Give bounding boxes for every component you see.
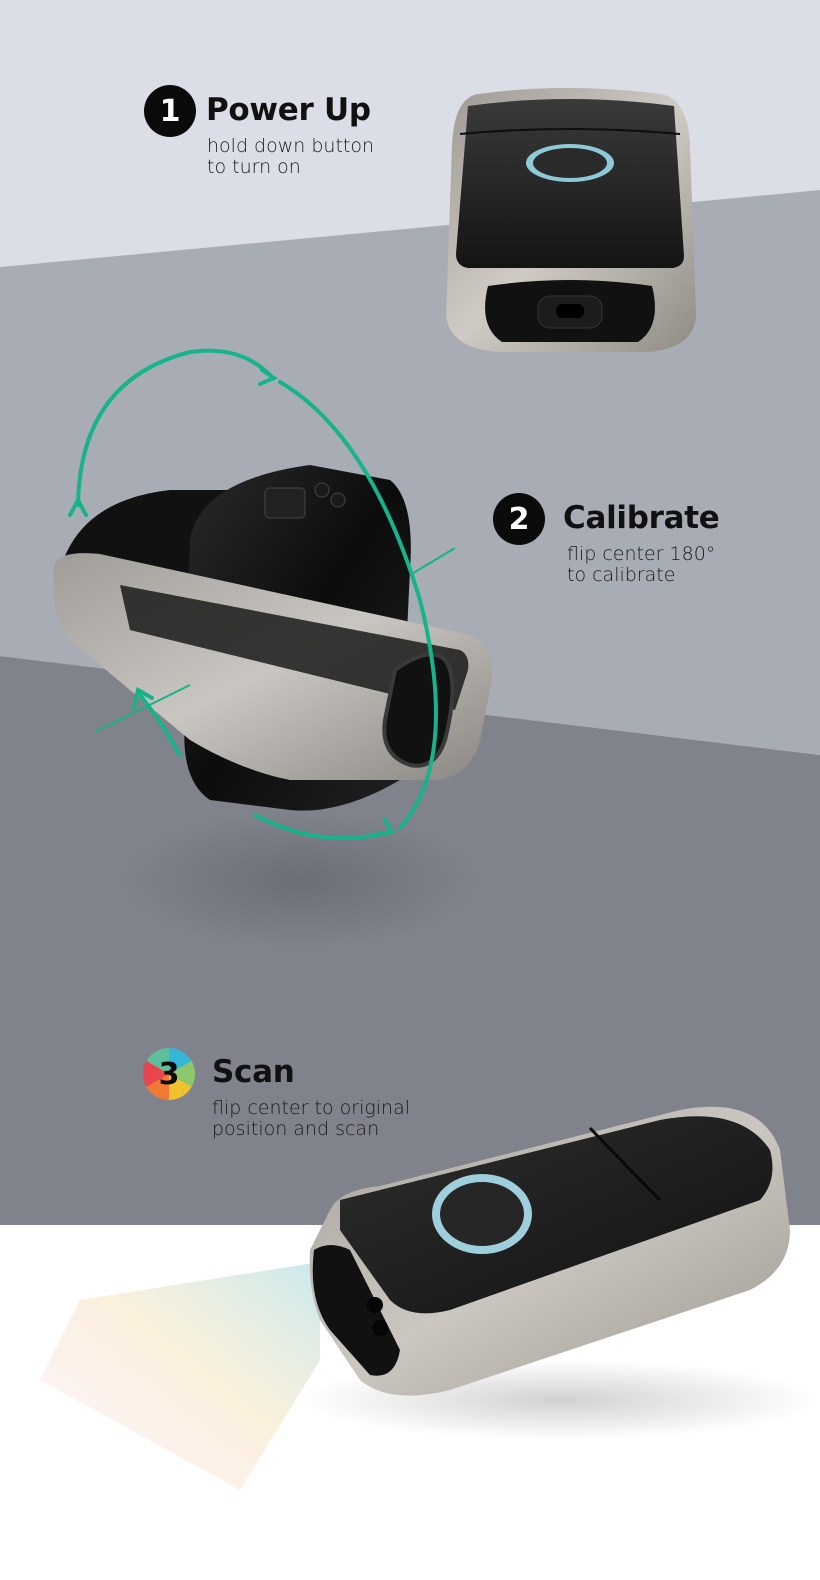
step-3-badge-rainbow: 3 xyxy=(143,1048,195,1100)
step-3-desc-line2: position and scan xyxy=(212,1118,380,1140)
step-2-desc-line2: to calibrate xyxy=(567,564,676,586)
scanner-device-flipping xyxy=(53,348,493,841)
step-1-badge: 1 xyxy=(144,85,196,137)
rotation-arrow-icon xyxy=(68,348,438,841)
step-3-number: 3 xyxy=(158,1056,180,1092)
step-2-desc-line1: flip center 180° xyxy=(567,543,716,565)
step-1-desc-line2: to turn on xyxy=(207,156,301,178)
step-1-number: 1 xyxy=(159,93,181,129)
step-2-number: 2 xyxy=(508,501,530,537)
step-2-badge: 2 xyxy=(493,493,545,545)
scanner-device-angled xyxy=(309,1106,790,1396)
scan-light-beam xyxy=(40,1262,320,1490)
step-3-title: Scan xyxy=(212,1054,295,1090)
step-3-desc-line1: flip center to original xyxy=(212,1097,410,1119)
step-1-title: Power Up xyxy=(206,92,371,128)
step-2-title: Calibrate xyxy=(563,500,720,536)
scanner-device-top-view xyxy=(446,88,696,352)
step-1-desc-line1: hold down button xyxy=(207,135,375,157)
